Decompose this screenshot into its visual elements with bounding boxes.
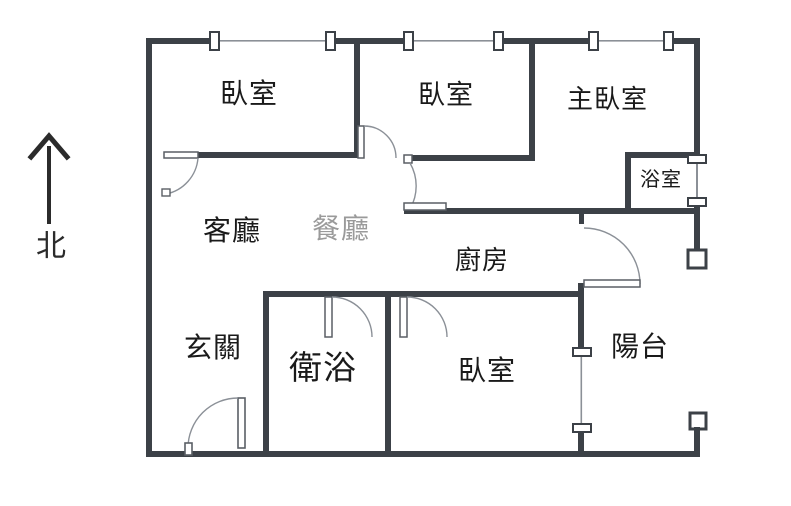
north-arrow-icon xyxy=(27,132,71,224)
door-bedroom-bottom xyxy=(399,296,448,338)
glazing-balcony-line xyxy=(580,354,583,426)
wall-exterior-top-c xyxy=(503,38,593,44)
window-top-4 xyxy=(493,31,504,51)
room-label-bathroom: 衛浴 xyxy=(289,348,357,387)
room-label-entrance-hall: 玄關 xyxy=(184,331,243,364)
room-label-master-bathroom: 浴室 xyxy=(640,167,682,191)
wall-master-bath-bottom xyxy=(625,208,700,214)
room-label-bedroom-top-left: 臥室 xyxy=(220,77,279,110)
door-bathroom xyxy=(324,296,373,338)
window-master-bath-lower xyxy=(687,197,707,207)
wall-bedroom-tl-bottom xyxy=(198,152,360,158)
window-balcony-upper xyxy=(572,347,592,357)
door-balcony xyxy=(583,227,641,288)
window-top-5 xyxy=(588,31,599,51)
wall-master-bath-top xyxy=(625,152,695,158)
door-bedroom-top-middle xyxy=(357,125,397,159)
wall-right-terminal-box xyxy=(686,248,708,270)
room-label-master-bedroom: 主臥室 xyxy=(567,85,649,115)
wall-bathroom-left xyxy=(263,291,269,457)
wall-exterior-right-lower-stub xyxy=(694,206,700,250)
wall-bedroom-tm-bottom xyxy=(404,155,535,161)
room-label-kitchen: 廚房 xyxy=(455,246,510,276)
door-dining-to-hall xyxy=(403,154,447,211)
wall-exterior-bottom xyxy=(146,451,700,457)
wall-balcony-right-post xyxy=(688,411,708,431)
window-master-bath-upper xyxy=(687,154,707,164)
wall-partition-bedroom-tm-right xyxy=(529,38,535,160)
wall-bedroom-bottom-right xyxy=(578,291,584,348)
wall-kitchen-door-jamb xyxy=(578,283,584,293)
wall-exterior-right-bath-mid xyxy=(696,163,698,200)
wall-exterior-top-d xyxy=(673,38,700,44)
wall-exterior-top-a xyxy=(146,38,212,44)
window-top-3 xyxy=(403,31,414,51)
window-balcony-lower xyxy=(572,423,592,433)
wall-hall-tick xyxy=(579,214,584,224)
wall-balcony-right-lower xyxy=(694,427,700,457)
room-label-bedroom-top-middle: 臥室 xyxy=(418,80,474,111)
window-top-6 xyxy=(663,31,674,51)
structural-walls xyxy=(146,38,708,457)
window-top-1 xyxy=(209,31,220,51)
room-label-balcony: 陽台 xyxy=(611,330,670,363)
window-line-top-2 xyxy=(406,40,498,42)
window-top-2 xyxy=(325,31,336,51)
door-bedroom-top-left xyxy=(161,151,199,197)
room-label-dining-room: 餐廳 xyxy=(312,212,371,245)
wall-lower-block-top xyxy=(263,291,583,297)
wall-exterior-right-upper xyxy=(694,38,700,158)
wall-exterior-top-b xyxy=(334,38,408,44)
compass-north-label: 北 xyxy=(36,229,66,264)
wall-partition-bedroom-tl-right xyxy=(354,38,360,155)
room-label-bedroom-bottom: 臥室 xyxy=(458,354,517,387)
doors-group xyxy=(161,125,641,456)
window-line-top-3 xyxy=(597,40,667,42)
windows-group xyxy=(209,31,707,433)
wall-master-bath-left xyxy=(625,152,631,214)
room-label-living-room: 客廳 xyxy=(203,214,262,247)
window-line-top-1 xyxy=(218,40,328,42)
wall-hall-top xyxy=(404,208,631,214)
wall-exterior-left xyxy=(146,38,152,457)
wall-bedroom-bottom-right-lower xyxy=(578,430,584,457)
door-entrance xyxy=(184,397,246,456)
wall-bathroom-bedroom-divider xyxy=(385,291,391,457)
